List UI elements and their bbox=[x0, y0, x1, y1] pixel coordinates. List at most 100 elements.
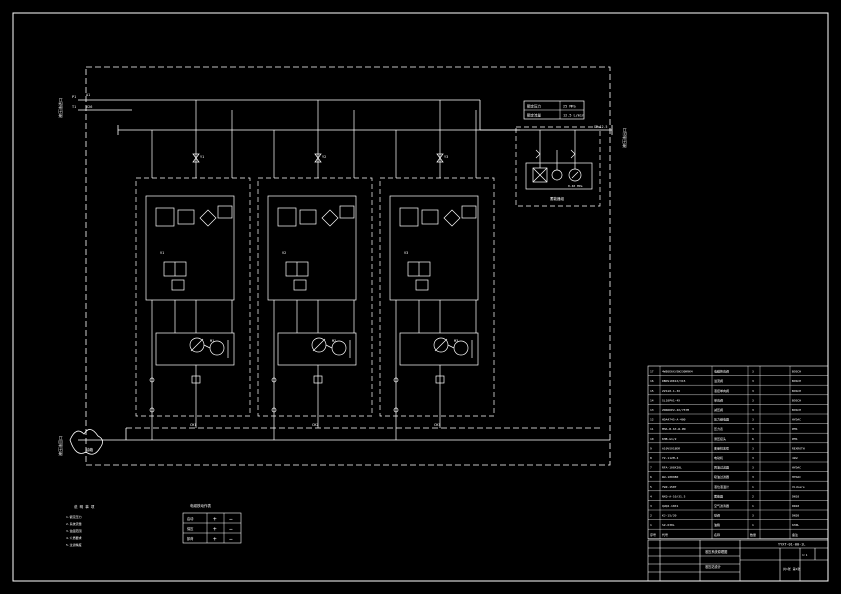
parts-row-no: 9 bbox=[650, 446, 652, 450]
parts-header-qty: 数量 bbox=[750, 532, 756, 537]
parts-header-note: 备注 bbox=[792, 532, 798, 537]
logic-row-3-a: + bbox=[213, 536, 217, 543]
logic-row-1-name: 启动 bbox=[187, 516, 193, 521]
parts-row-note: REXROTH bbox=[792, 446, 805, 450]
parts-row-name: 单向阀 bbox=[714, 397, 723, 402]
legend-title: 说 明 事 项 bbox=[74, 504, 95, 509]
parts-row-note: PMS bbox=[792, 437, 798, 441]
logic-row-2-b: − bbox=[229, 526, 233, 533]
legend-line-1: 1.额定压力 bbox=[66, 514, 82, 519]
parts-row-qty: 3 bbox=[752, 456, 754, 460]
parts-row-name: 液位液温计 bbox=[714, 484, 729, 489]
parts-row-no: 11 bbox=[650, 427, 654, 431]
parts-header-no: 序号 bbox=[650, 532, 656, 537]
parts-row-qty: 3 bbox=[752, 389, 754, 393]
unit-2-block-tag: V2 bbox=[282, 251, 286, 255]
logic-row-3-b: − bbox=[229, 536, 233, 543]
logic-row-2-name: 保压 bbox=[187, 526, 194, 531]
parts-row-no: 15 bbox=[650, 389, 654, 393]
parts-row-note: DN10 bbox=[792, 494, 799, 498]
parts-row-qty: 3 bbox=[752, 408, 754, 412]
pressure-tag: P1 bbox=[72, 95, 76, 99]
legend-line-3: 3.油温范围 bbox=[66, 528, 82, 533]
main-lines bbox=[78, 99, 612, 441]
parts-row-note: DN10 bbox=[792, 504, 799, 508]
unit-2-valve-tag: Y2 bbox=[322, 155, 326, 159]
parts-row-no: 1 bbox=[650, 523, 652, 527]
logic-row-3-name: 卸荷 bbox=[187, 536, 194, 541]
parts-row-qty: 6 bbox=[752, 437, 754, 441]
parts-row-qty: 3 bbox=[752, 370, 754, 374]
parts-row-name: 溢流阀 bbox=[714, 378, 723, 383]
parts-row-code: ZDR6DP2-4X/75YM bbox=[662, 408, 689, 412]
logic-row-1-a: + bbox=[213, 516, 217, 523]
parts-row-name: 蓄能器 bbox=[714, 493, 723, 498]
title-block-scale: 1:1 bbox=[802, 553, 808, 557]
parts-row-qty: 3 bbox=[752, 418, 754, 422]
logic-table: 电磁铁动作表 启动 + − 保压 + − 卸荷 + − bbox=[182, 503, 242, 544]
parts-row-code: MHA-B-63-W-PN bbox=[662, 427, 686, 431]
unit-2-cap: CH2 bbox=[312, 423, 318, 427]
unit-1-block-tag: V1 bbox=[160, 251, 164, 255]
parts-row-note: BOSCH bbox=[792, 379, 801, 383]
outlet: GP-12.5 液压油出口 bbox=[594, 125, 627, 148]
parts-row-no: 7 bbox=[650, 466, 652, 470]
parts-row-name: 电磁换向阀 bbox=[714, 369, 729, 374]
system-boundary bbox=[85, 66, 611, 466]
parts-row-code: KHB-G1/2 bbox=[662, 437, 677, 441]
supply-top-label: 液压油进口 bbox=[57, 98, 63, 118]
parts-row-code: DBDS10K1X/315 bbox=[662, 379, 686, 383]
parts-row-note: PMS bbox=[792, 427, 798, 431]
parts-row-code: QUQ2-10X1 bbox=[662, 504, 678, 508]
unit-3: Y3 V3 M3 CH3 bbox=[379, 100, 495, 440]
spec-label-1: 额定压力 bbox=[527, 104, 541, 109]
parts-header-name: 名称 bbox=[714, 532, 720, 537]
unit-3-valve-tag: Y3 bbox=[444, 155, 448, 159]
parts-row-qty: 3 bbox=[752, 427, 754, 431]
parts-row-qty: 3 bbox=[752, 514, 754, 518]
parts-row-note: BOSCH bbox=[792, 398, 801, 402]
parts-row-note: 630L bbox=[792, 523, 799, 527]
sheet-border bbox=[12, 12, 829, 582]
parts-row-qty: 3 bbox=[752, 446, 754, 450]
parts-row-name: 油箱 bbox=[714, 522, 720, 527]
tank-symbol: 油箱 bbox=[69, 429, 103, 455]
parts-row-qty: 1 bbox=[752, 485, 754, 489]
parts-row-qty: 2 bbox=[752, 494, 754, 498]
parts-row-name: 液控单向阀 bbox=[714, 388, 729, 393]
parts-row-code: 4WE6E6X/EW230N9K4 bbox=[662, 370, 693, 374]
outlet-tag: GP-12.5 bbox=[594, 125, 608, 129]
logic-table-title: 电磁铁动作表 bbox=[190, 503, 211, 508]
spec-value-2: 12.5 L/min bbox=[563, 114, 584, 118]
parts-row-qty: 3 bbox=[752, 466, 754, 470]
main-line-a: A1 bbox=[86, 93, 90, 97]
left-labels: 液压油进口 液压油回口 P1 T1 A1 V26 bbox=[57, 93, 92, 456]
parts-row-no: 2 bbox=[650, 514, 652, 518]
unit-1: Y1 V1 M1 CH1 bbox=[135, 100, 251, 440]
unit-1-cap: CH1 bbox=[190, 423, 196, 427]
parts-row-no: 4 bbox=[650, 494, 652, 498]
spec-label-2: 额定流量 bbox=[527, 113, 541, 118]
parts-row-name: 压力表 bbox=[714, 426, 723, 431]
parts-row-name: 变量柱塞泵 bbox=[714, 445, 729, 450]
unit-1-pump-tag: M1 bbox=[210, 339, 214, 343]
parts-row-no: 6 bbox=[650, 475, 652, 479]
spec-value-1: 25 MPa bbox=[563, 105, 576, 109]
parts-row-name: 测压接头 bbox=[714, 436, 726, 441]
legend-line-4: 4.介质要求 bbox=[66, 535, 82, 540]
parts-row-code: WU-100X80 bbox=[662, 475, 678, 479]
title-block-drawing-no: YYXT-01-00-1L bbox=[778, 543, 805, 547]
parts-row-code: Y2-112M-4 bbox=[662, 456, 678, 460]
parts-row-code: SL10PA1-4X bbox=[662, 398, 680, 402]
parts-row-code: RFA-100X20L bbox=[662, 466, 682, 470]
accumulator-box: 0-40 MPa 蓄能器组 bbox=[515, 126, 601, 207]
parts-row-note: HYDAC bbox=[792, 466, 801, 470]
parts-row-note: Vickers bbox=[792, 485, 805, 489]
tank-label: 油箱 bbox=[86, 447, 93, 452]
main-line-b: V26 bbox=[86, 105, 92, 109]
parts-row-no: 10 bbox=[650, 437, 654, 441]
parts-row-code: NXQ-A-10/31.5 bbox=[662, 494, 686, 498]
parts-row-no: 17 bbox=[650, 370, 654, 374]
parts-row-qty: 3 bbox=[752, 475, 754, 479]
